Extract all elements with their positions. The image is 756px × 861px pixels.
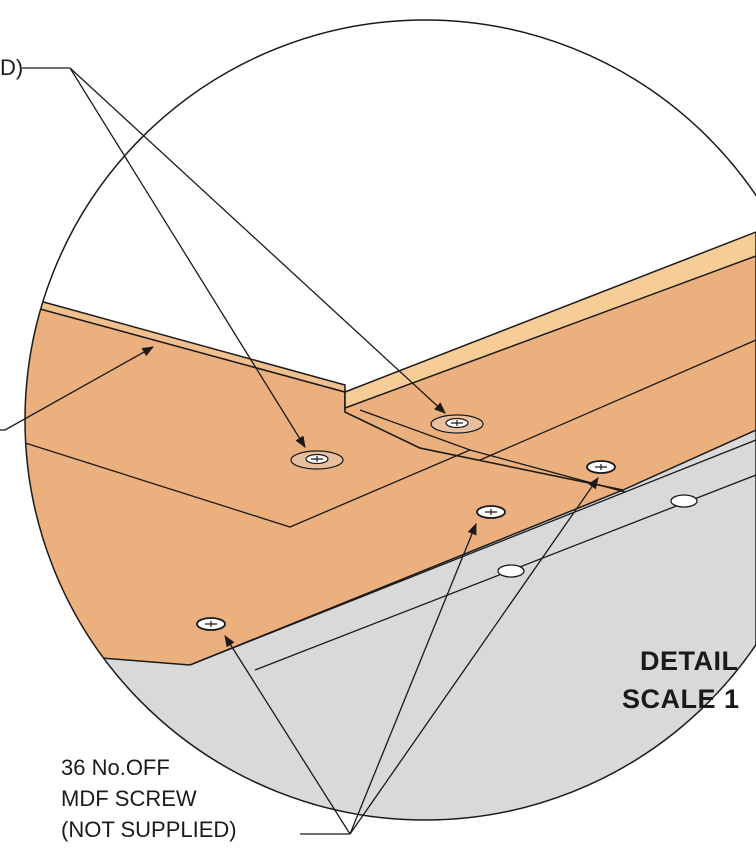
top-callout-leaders [22,67,446,448]
screw-callout-label: 36 No.OFF MDF SCREW (NOT SUPPLIED) [61,752,237,845]
detail-circle-border [24,19,756,821]
left-callout-leader [0,346,155,431]
detail-title-label: DETAIL SCALE 1 [622,642,756,718]
detail-scale-line: SCALE 1 [622,684,740,714]
screw-head-icon [476,505,506,519]
base-hole [497,564,525,578]
inner-line-right [479,339,756,461]
screw-head-icon [196,617,226,631]
screw-head-icon [290,450,344,470]
screw-callout-line1: 36 No.OFF [61,755,170,780]
screw-callout-leaders [224,477,599,835]
inner-panel-outline [25,434,471,528]
base-hole [670,494,698,508]
top-callout-label: D) [0,55,24,80]
screw-callout-line3: (NOT SUPPLIED) [61,817,237,842]
detail-title-line1: DETAIL [640,646,739,676]
right-panel-edge [344,230,756,410]
frame-top-line [189,439,756,666]
screw-head-icon [430,414,484,434]
screw-callout-line2: MDF SCREW [61,786,197,811]
screw-head-icon [586,460,616,474]
